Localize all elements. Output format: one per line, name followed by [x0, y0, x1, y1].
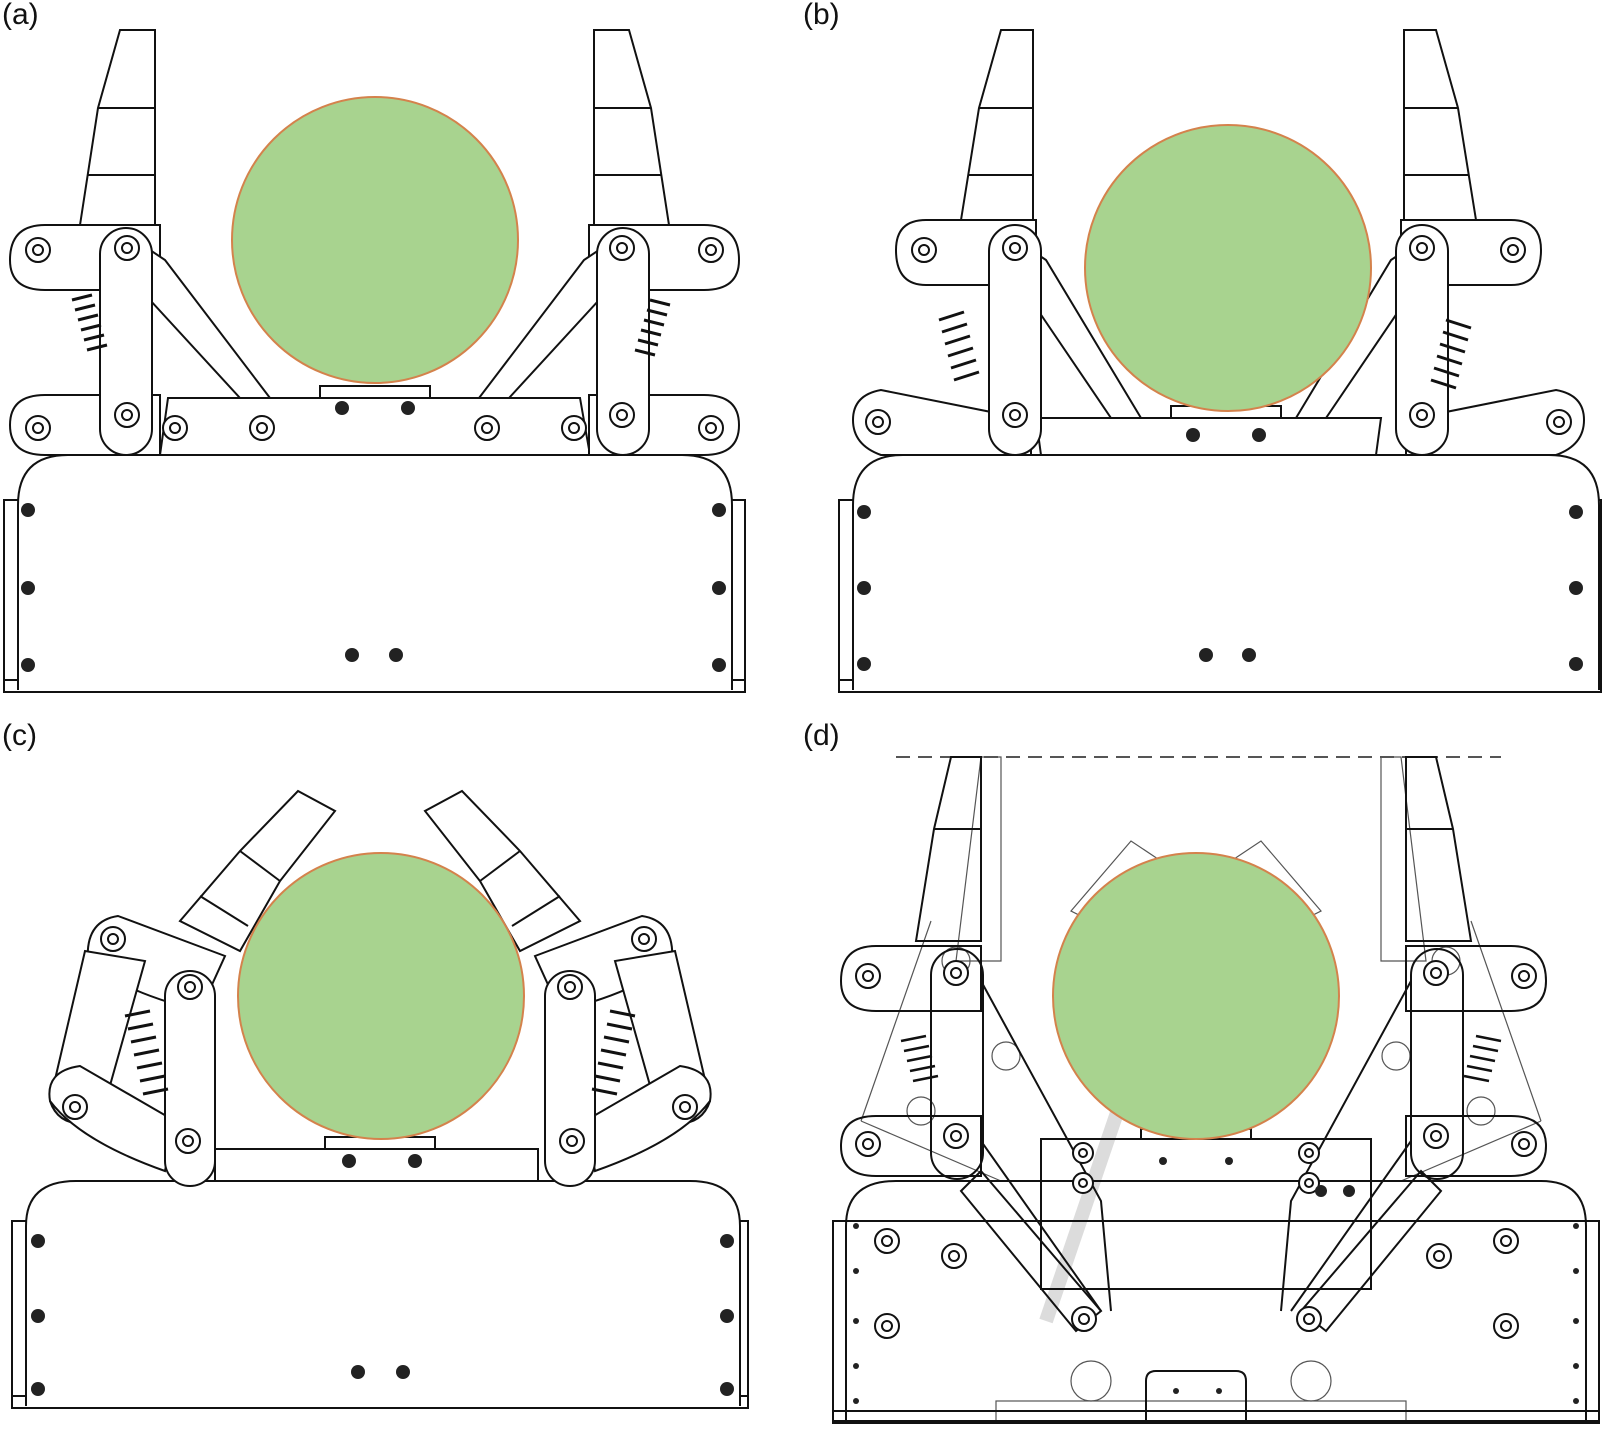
palm-plate	[158, 385, 592, 456]
left-finger	[851, 29, 1143, 456]
pivot-joints	[62, 926, 698, 1154]
left-finger	[839, 756, 1128, 1324]
base-housing	[832, 1180, 1600, 1424]
palm-plate	[214, 1136, 539, 1182]
right-finger	[1294, 29, 1586, 456]
left-spring	[938, 310, 980, 382]
pivot-joints	[25, 235, 724, 441]
grasped-object	[1052, 852, 1340, 1140]
panel-b-partial-close: (b)	[801, 0, 1602, 720]
grasped-object	[1084, 124, 1372, 412]
palm-screws	[1159, 1157, 1355, 1197]
right-finger	[1280, 756, 1548, 1312]
base-housing	[3, 454, 746, 693]
gripper-diagram-d	[832, 756, 1600, 1424]
springs	[900, 1034, 1502, 1083]
right-spring	[1430, 318, 1472, 390]
panel-label: (d)	[803, 719, 840, 752]
left-finger	[8, 29, 273, 456]
gripper-diagram-a	[3, 29, 746, 693]
right-spring	[591, 1009, 636, 1096]
base-housing	[11, 1180, 749, 1409]
grasped-object	[231, 96, 519, 384]
left-spring	[71, 293, 108, 352]
palm-screws	[342, 1154, 422, 1168]
panel-label: (b)	[803, 0, 840, 31]
panel-d-overlay: (d)	[801, 719, 1602, 1441]
base-housing	[838, 454, 1602, 693]
palm-screws	[1186, 428, 1266, 442]
grasped-object	[237, 852, 525, 1140]
pivot-joints	[855, 960, 1537, 1339]
panel-a-fully-open: (a)	[0, 0, 801, 720]
pivot-joints	[865, 235, 1572, 435]
panel-label: (c)	[2, 719, 37, 752]
base-screws	[857, 505, 1583, 671]
palm-screws	[335, 401, 415, 415]
panel-label: (a)	[2, 0, 39, 31]
right-spring	[634, 298, 671, 357]
base-screws	[21, 503, 726, 672]
panel-c-closed-grasp: (c)	[0, 719, 801, 1441]
lower-links	[959, 1169, 1443, 1333]
gripper-diagram-c	[11, 789, 749, 1409]
gripper-diagram-b	[838, 29, 1602, 693]
base-screws	[853, 1223, 1579, 1404]
base-screws	[31, 1234, 734, 1396]
palm-plate	[1034, 405, 1383, 456]
left-spring	[124, 1009, 169, 1096]
